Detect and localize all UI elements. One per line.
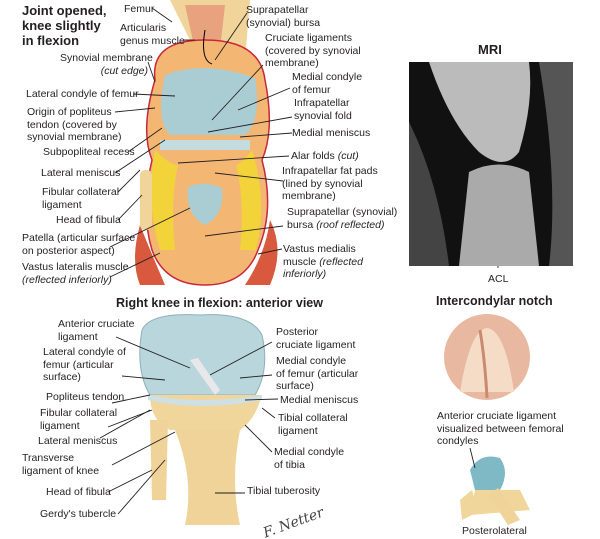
label-tibial-tuberosity: Tibial tuberosity [247, 485, 321, 497]
label-medial-meniscus-bottom: Medial meniscus [280, 394, 359, 406]
label-vastus-lateralis: Vastus lateralis muscle(reflected inferi… [22, 261, 129, 286]
title-line: in flexion [22, 33, 80, 48]
label-lateral-meniscus: Lateral meniscus [41, 167, 121, 179]
bottom-figure-title: Right knee in flexion: anterior view [116, 296, 323, 310]
title-line: knee slightly [22, 18, 101, 33]
label-synovial-membrane: Synovial membrane(cut edge) [60, 52, 153, 77]
mri-title: MRI [478, 42, 502, 57]
top-figure-title: Joint opened, knee slightly in flexion [22, 3, 107, 48]
label-infrapatellar-fat-pads: Infrapatellar fat pads(lined by synovial… [282, 165, 378, 202]
top-knee-illustration [135, 0, 278, 286]
label-alar-folds: Alar folds (cut) [291, 150, 359, 162]
label-suprapatellar-bursa: Suprapatellar(synovial) bursa [246, 4, 321, 29]
intercondylar-notch-photo [444, 314, 530, 400]
label-gerdys-tubercle: Gerdy's tubercle [40, 508, 117, 520]
posterolateral-label: Posterolateral [462, 525, 527, 537]
label-femur: Femur [124, 3, 155, 15]
posterolateral-knee-illustration [460, 456, 530, 525]
notch-title: Intercondylar notch [436, 294, 553, 308]
label-head-fibula: Head of fibula [56, 214, 121, 226]
title-line: Joint opened, [22, 3, 107, 18]
label-head-fibula-bottom: Head of fibula [46, 486, 111, 498]
mri-image [409, 62, 573, 266]
label-lateral-meniscus-bottom: Lateral meniscus [38, 435, 118, 447]
label-medial-meniscus: Medial meniscus [292, 127, 371, 139]
leader-lines [99, 7, 499, 515]
bottom-knee-illustration [139, 314, 266, 525]
label-popliteus-tendon: Popliteus tendon [46, 391, 125, 403]
label-suprapatellar-roof: Suprapatellar (synovial)bursa (roof refl… [287, 206, 398, 231]
label-subpopliteal-recess: Subpopliteal recess [43, 146, 135, 158]
acl-label: ACL [488, 273, 509, 285]
label-lateral-condyle-femur: Lateral condyle of femur [26, 88, 139, 100]
